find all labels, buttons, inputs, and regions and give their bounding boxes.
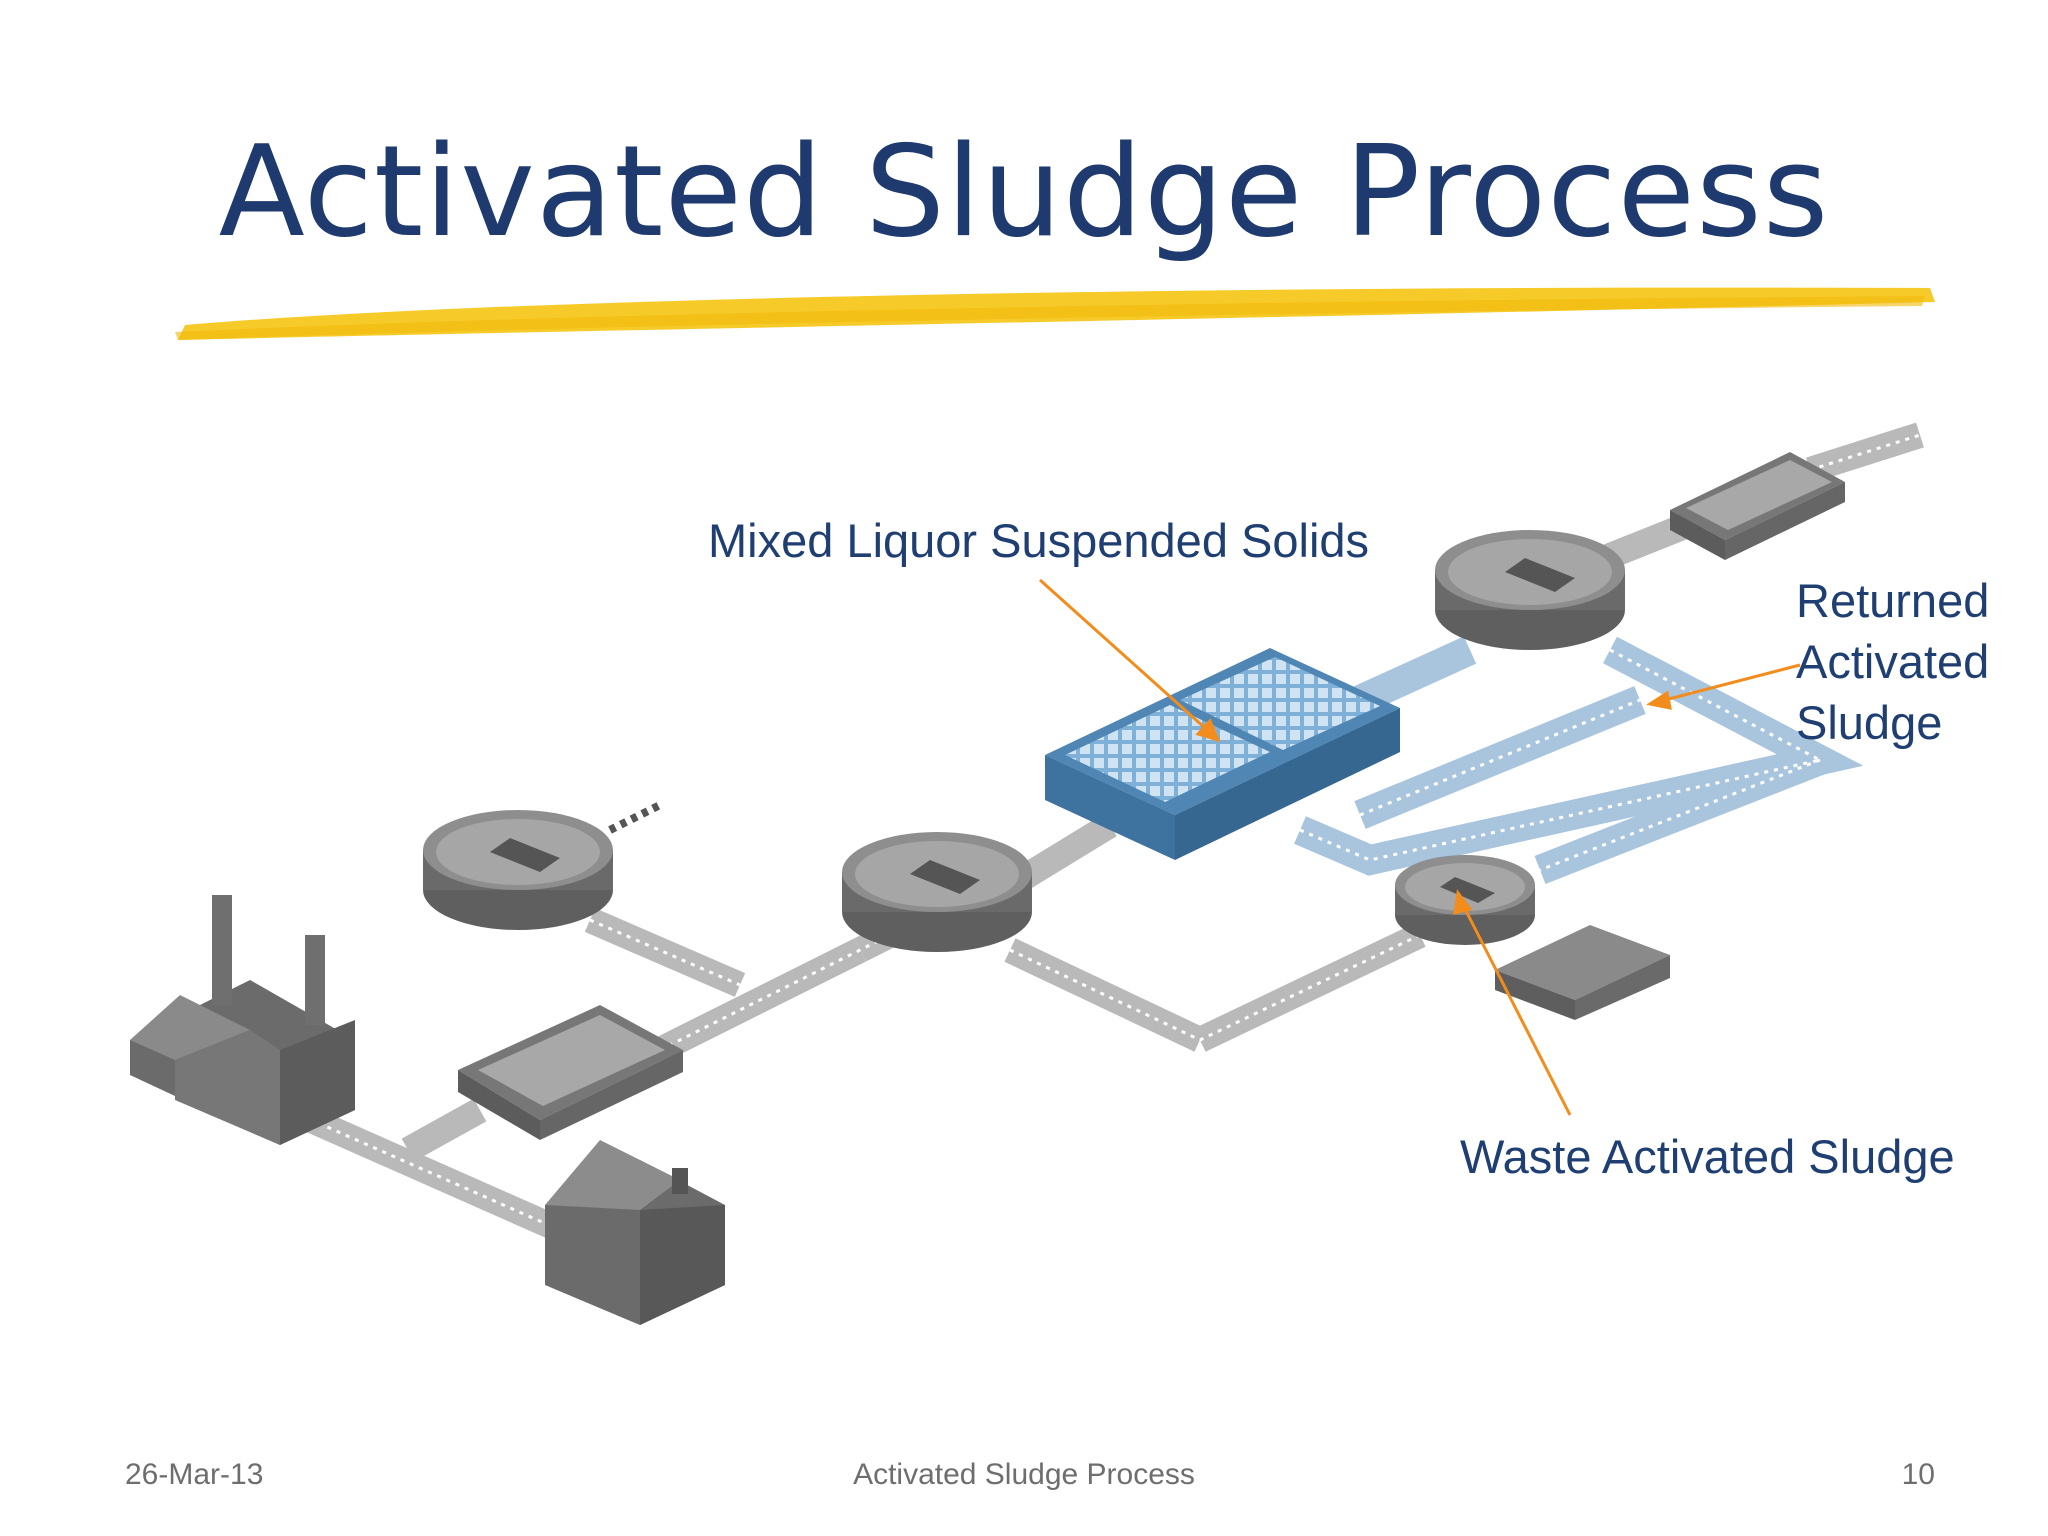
- grey-pipe-dashes: [299, 433, 1921, 1232]
- blue-pipe-dashes: [1299, 648, 1825, 872]
- pipe-primary-to-aeration: [1013, 813, 1117, 892]
- clarifier-primary: [842, 832, 1032, 952]
- clarifier-secondary: [1435, 530, 1625, 650]
- house: [545, 1140, 725, 1325]
- label-ras-line-3: Sludge: [1796, 696, 1943, 749]
- arrow-ras: [1664, 663, 1801, 702]
- label-mixed-liquor-suspended-solids: Mixed Liquor Suspended Solids: [708, 514, 1370, 567]
- clarifier-waste: [1395, 855, 1535, 945]
- sludge-treatment-block: [1495, 925, 1670, 1020]
- footer-page-number: 10: [1901, 1458, 1935, 1491]
- label-ras-line-2: Activated: [1796, 635, 1990, 688]
- label-returned-activated-sludge: Returned Activated Sludge: [1796, 570, 1989, 753]
- pipe-outlet-to-exit: [1806, 422, 1924, 483]
- pipe-aeration-to-secondary: [1353, 636, 1477, 714]
- footer-title: Activated Sludge Process: [853, 1458, 1195, 1491]
- arrow-mlss: [1038, 578, 1207, 730]
- clarifier-left: [423, 810, 613, 930]
- outlet-tank: [1670, 452, 1845, 560]
- arrow-was: [1461, 904, 1572, 1116]
- house-chimney: [672, 1168, 688, 1194]
- factory-chimney-right: [305, 935, 325, 1025]
- screening-tank: [458, 1005, 683, 1140]
- factory-chimney-left: [212, 895, 232, 1005]
- slide-title: Activated Sludge Process: [218, 118, 1830, 265]
- aeration-tank: [1045, 648, 1400, 860]
- pipe-house-to-screen: [401, 1098, 487, 1162]
- pipe-primary-to-junction: [1004, 938, 1206, 1052]
- pipe-ras-outer: [1294, 636, 1864, 876]
- label-ras-line-1: Returned: [1796, 574, 1990, 627]
- pipe-clarifier-left-vent: [608, 801, 662, 834]
- label-waste-activated-sludge: Waste Activated Sludge: [1460, 1130, 1955, 1183]
- factory-building: [130, 895, 355, 1145]
- footer-date: 26-Mar-13: [125, 1458, 264, 1491]
- callout-arrows: [1038, 578, 1801, 1116]
